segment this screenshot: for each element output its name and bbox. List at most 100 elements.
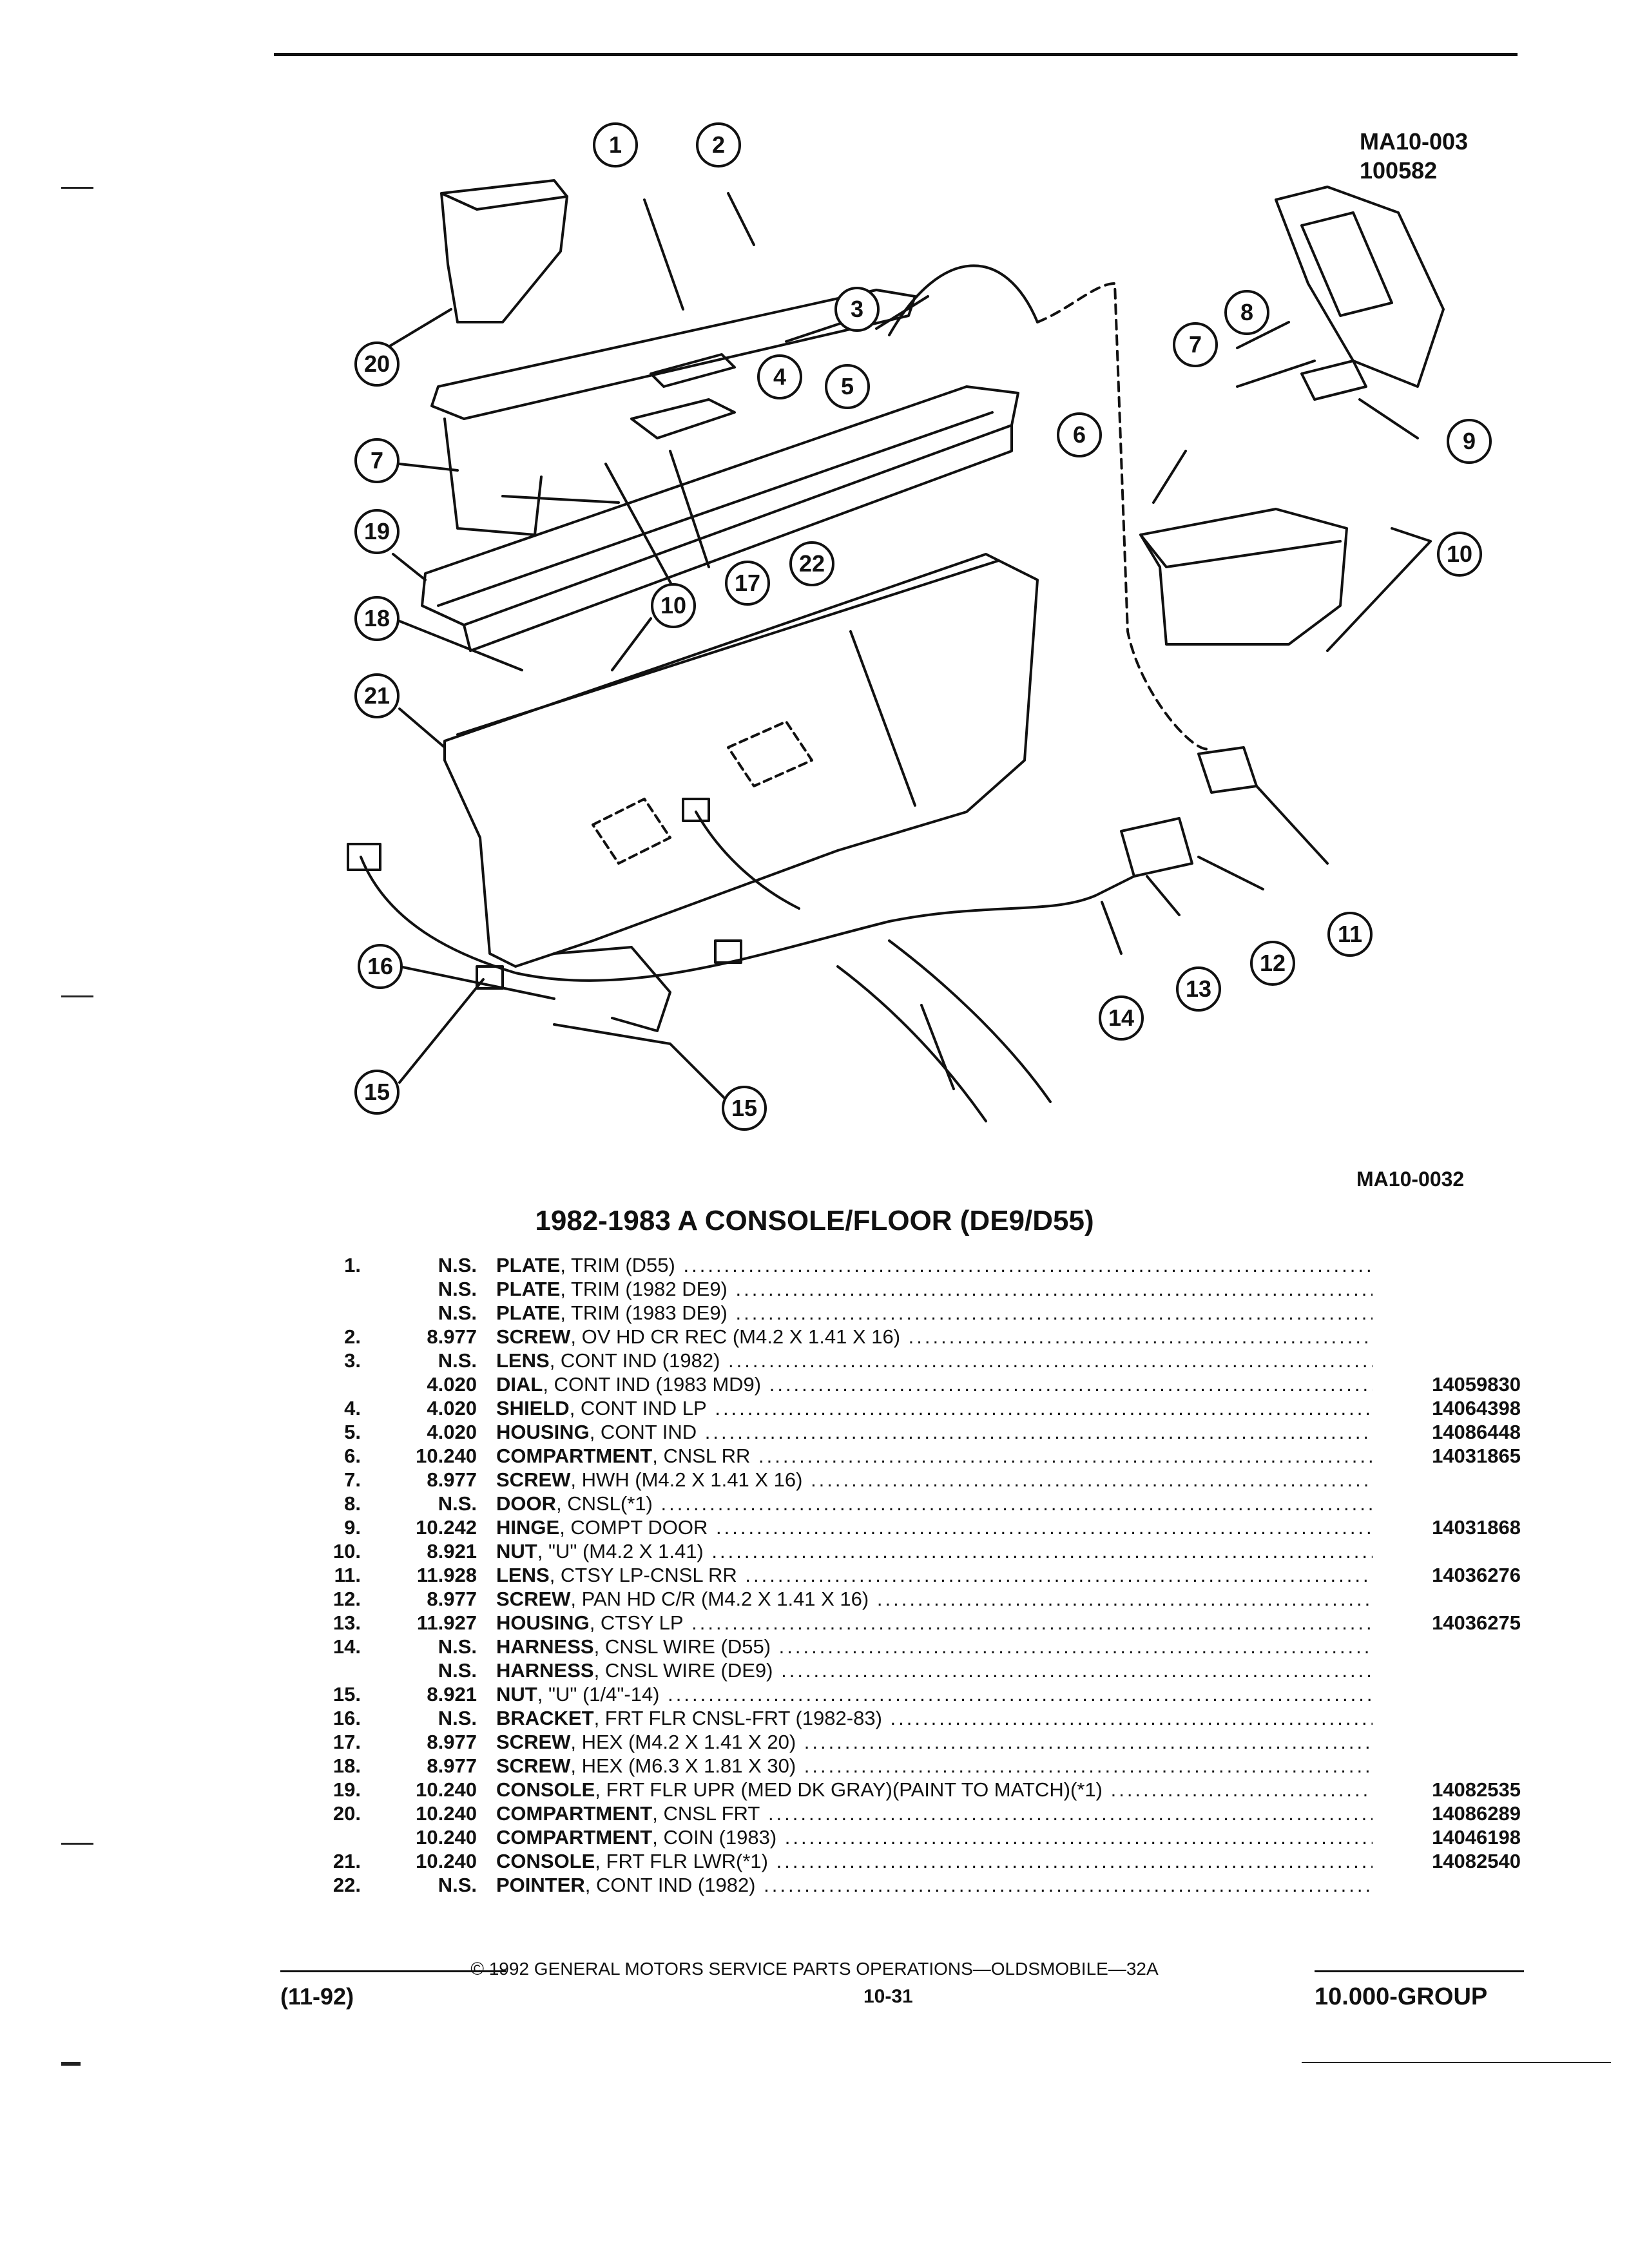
item-number: 22. bbox=[333, 1874, 361, 1896]
part-name: LENS bbox=[496, 1564, 550, 1586]
rear-compartment-drawing bbox=[1139, 508, 1348, 646]
part-description: POINTER, CONT IND (1982) ...............… bbox=[496, 1873, 1373, 1897]
part-description: HINGE, COMPT DOOR ......................… bbox=[496, 1515, 1373, 1539]
group-number: N.S. bbox=[438, 1635, 477, 1658]
callout-7b: 7 bbox=[1173, 322, 1218, 367]
part-name: NUT bbox=[496, 1683, 537, 1706]
part-detail: , COMPT DOOR bbox=[559, 1516, 708, 1539]
item-number: 17. bbox=[333, 1731, 361, 1753]
part-detail: , FRT FLR CNSL-FRT (1982-83) bbox=[593, 1707, 882, 1729]
group-number: 8.977 bbox=[427, 1588, 477, 1610]
item-number: 9. bbox=[344, 1516, 361, 1539]
group-number: 10.240 bbox=[416, 1802, 477, 1825]
item-number: 21. bbox=[333, 1850, 361, 1872]
item-number: 5. bbox=[344, 1421, 361, 1443]
section-title: 1982-1983 A CONSOLE/FLOOR (DE9/D55) bbox=[535, 1205, 1094, 1236]
item-number: 15. bbox=[333, 1683, 361, 1706]
group-number: 4.020 bbox=[427, 1373, 477, 1396]
part-number: 14082540 bbox=[1432, 1850, 1521, 1872]
part-name: SCREW bbox=[496, 1468, 571, 1491]
part-detail: , OV HD CR REC (M4.2 X 1.41 X 16) bbox=[570, 1325, 901, 1348]
part-description: CONSOLE, FRT FLR UPR (MED DK GRAY)(PAINT… bbox=[496, 1778, 1373, 1802]
part-number: 14086448 bbox=[1432, 1421, 1521, 1443]
callout-15b: 15 bbox=[722, 1086, 767, 1131]
parts-row: 8.N.S.DOOR, CNSL(*1) ...................… bbox=[309, 1492, 1521, 1515]
part-description: COMPARTMENT, CNSL RR ...................… bbox=[496, 1444, 1373, 1468]
part-name: PLATE bbox=[496, 1254, 561, 1276]
footer-copyright: © 1992 GENERAL MOTORS SERVICE PARTS OPER… bbox=[470, 1959, 1159, 1979]
part-description: SCREW, HWH (M4.2 X 1.41 X 16) ..........… bbox=[496, 1468, 1373, 1492]
parts-row: 3.N.S.LENS, CONT IND (1982) ............… bbox=[309, 1349, 1521, 1372]
callout-11: 11 bbox=[1327, 912, 1373, 957]
callout-8: 8 bbox=[1224, 290, 1269, 335]
callout-16: 16 bbox=[358, 944, 403, 989]
part-description: HARNESS, CNSL WIRE (DE9) ...............… bbox=[496, 1658, 1373, 1682]
group-number: 4.020 bbox=[427, 1421, 477, 1443]
part-detail: , HWH (M4.2 X 1.41 X 16) bbox=[570, 1468, 803, 1491]
part-detail: , HEX (M6.3 X 1.81 X 30) bbox=[570, 1754, 796, 1777]
item-number: 12. bbox=[333, 1588, 361, 1610]
item-number: 8. bbox=[344, 1492, 361, 1515]
part-number: 14036276 bbox=[1432, 1564, 1521, 1586]
parts-row: 9. 10.242 HINGE, COMPT DOOR ..............… bbox=[309, 1515, 1521, 1539]
part-number: 14082535 bbox=[1432, 1778, 1521, 1801]
part-name: PLATE bbox=[496, 1278, 561, 1300]
group-number: 11.927 bbox=[416, 1611, 477, 1634]
part-detail: , PAN HD C/R (M4.2 X 1.41 X 16) bbox=[570, 1588, 869, 1610]
exploded-parts-diagram bbox=[309, 116, 1534, 1186]
part-description: PLATE, TRIM (1982 DE9) .................… bbox=[496, 1277, 1373, 1301]
part-description: NUT, "U" (M4.2 X 1.41) .................… bbox=[496, 1539, 1373, 1563]
item-number: 14. bbox=[333, 1635, 361, 1658]
dot-leader: ........................................… bbox=[704, 1421, 1373, 1443]
callout-17: 17 bbox=[725, 561, 770, 606]
parts-row: N.S.HARNESS, CNSL WIRE (DE9) ...........… bbox=[309, 1658, 1521, 1682]
part-detail: , CNSL RR bbox=[652, 1445, 751, 1467]
dot-leader: ........................................… bbox=[778, 1635, 1373, 1658]
callout-12: 12 bbox=[1250, 941, 1295, 986]
part-description: BRACKET, FRT FLR CNSL-FRT (1982-83) ....… bbox=[496, 1706, 1373, 1730]
part-description: LENS, CTSY LP-CNSL RR ..................… bbox=[496, 1563, 1373, 1587]
part-number: 14046198 bbox=[1432, 1826, 1521, 1849]
drawing-date-code: 100582 bbox=[1360, 157, 1438, 184]
part-name: DOOR bbox=[496, 1492, 556, 1515]
part-name: PLATE bbox=[496, 1302, 561, 1324]
dot-leader: ........................................… bbox=[745, 1564, 1373, 1586]
group-number: 8.977 bbox=[427, 1754, 477, 1777]
item-number: 19. bbox=[333, 1778, 361, 1801]
scan-mark bbox=[61, 2062, 81, 2066]
part-description: DOOR, CNSL(*1) .........................… bbox=[496, 1492, 1373, 1515]
dot-leader: ........................................… bbox=[683, 1254, 1373, 1276]
part-number: 14031865 bbox=[1432, 1445, 1521, 1467]
part-detail: , CNSL WIRE (DE9) bbox=[593, 1659, 773, 1682]
dot-leader: ........................................… bbox=[735, 1302, 1373, 1324]
part-name: CONSOLE bbox=[496, 1850, 595, 1872]
part-detail: , HEX (M4.2 X 1.41 X 20) bbox=[570, 1731, 796, 1753]
dot-leader: ........................................… bbox=[876, 1588, 1373, 1610]
group-number: 8.977 bbox=[427, 1468, 477, 1491]
part-name: HINGE bbox=[496, 1516, 560, 1539]
front-compartment-drawing bbox=[440, 179, 568, 323]
footer-rule-right bbox=[1315, 1970, 1524, 1972]
part-name: HOUSING bbox=[496, 1421, 590, 1443]
group-number: 8.977 bbox=[427, 1325, 477, 1348]
group-number: 10.240 bbox=[416, 1445, 477, 1467]
part-name: SHIELD bbox=[496, 1397, 570, 1419]
part-name: HOUSING bbox=[496, 1611, 590, 1634]
scan-mark bbox=[61, 995, 93, 997]
figure-reference: MA10-0032 bbox=[1356, 1168, 1465, 1191]
parts-row: 14.N.S.HARNESS, CNSL WIRE (D55) ........… bbox=[309, 1635, 1521, 1658]
part-number: 14036275 bbox=[1432, 1611, 1521, 1634]
parts-row: 1.N.S.PLATE, TRIM (D55) ................… bbox=[309, 1253, 1521, 1277]
item-number: 18. bbox=[333, 1754, 361, 1777]
parts-row: N.S.PLATE, TRIM (1983 DE9) .............… bbox=[309, 1301, 1521, 1325]
group-number: 11.928 bbox=[416, 1564, 477, 1586]
part-detail: , CONT IND (1983 MD9) bbox=[543, 1373, 762, 1396]
group-number: 10.242 bbox=[416, 1516, 477, 1539]
part-detail: , CTSY LP-CNSL RR bbox=[549, 1564, 737, 1586]
